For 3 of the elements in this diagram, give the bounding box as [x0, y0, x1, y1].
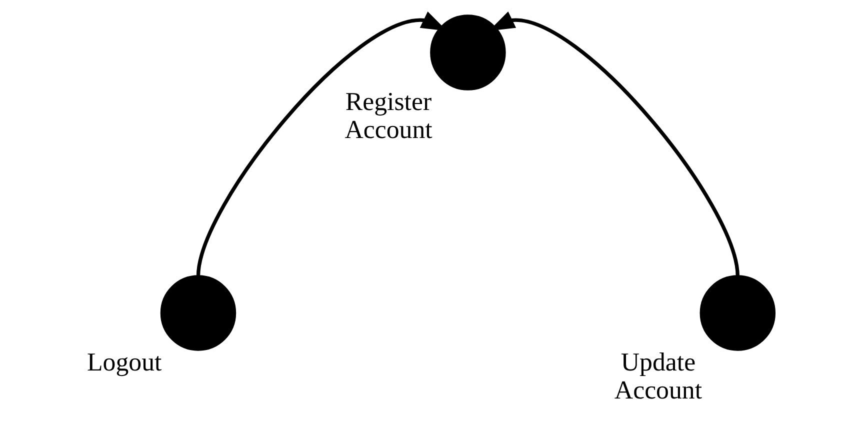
node-label: Update Account	[614, 348, 702, 404]
node-label: Logout	[86, 348, 162, 377]
node-label: Register Account	[344, 87, 432, 144]
